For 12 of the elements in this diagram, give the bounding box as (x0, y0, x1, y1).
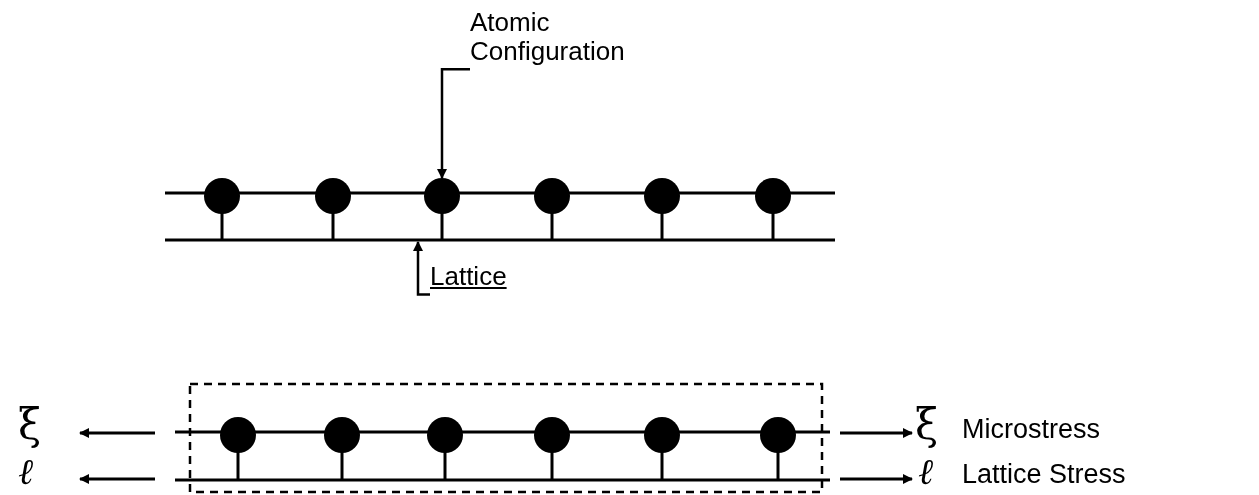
lattice-line (165, 238, 835, 242)
callout-label: Lattice (430, 262, 507, 291)
callout-label: Atomic Configuration (470, 8, 710, 66)
symbol: ξ (18, 402, 42, 449)
atom (424, 178, 460, 214)
symbol: ℓ (18, 452, 33, 492)
symbol: ξ (915, 402, 939, 449)
label: Lattice Stress (962, 460, 1126, 490)
label: Microstress (962, 415, 1100, 445)
symbol: ℓ (918, 452, 933, 492)
leader-line (437, 67, 470, 179)
leader-line (413, 241, 430, 296)
